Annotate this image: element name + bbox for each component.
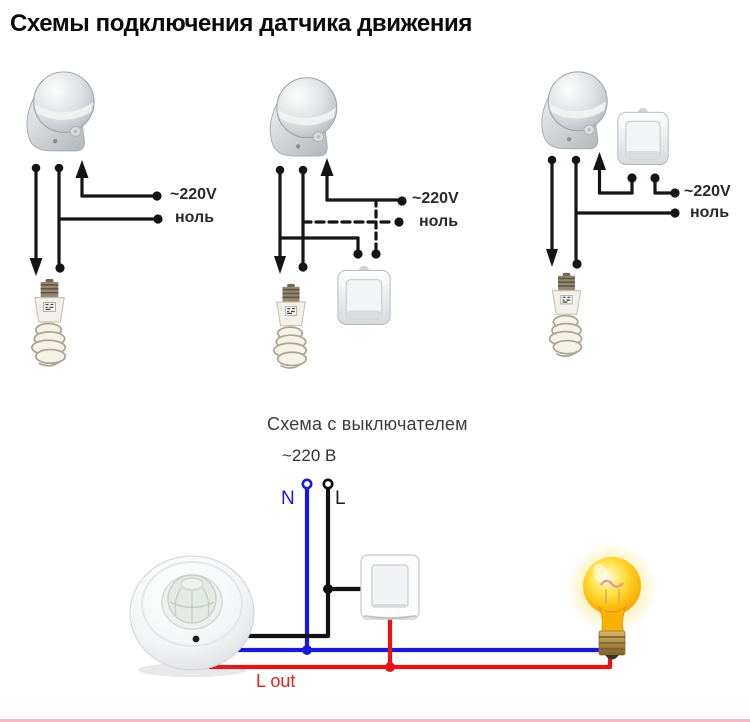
bulb-icon <box>567 543 657 660</box>
wires-diagram-3 <box>546 152 680 269</box>
arrow-up-icon <box>75 160 89 178</box>
neutral-label-diagram-2: ноль <box>419 213 459 230</box>
neutral-wire-blue <box>233 478 604 655</box>
cfl-lamp-icon <box>30 279 67 367</box>
motion-sensor-icon <box>269 77 338 157</box>
diagram-bottom <box>129 478 657 677</box>
phase-label-diagram-1: ~220V <box>170 186 217 203</box>
bottom-voltage-label: ~220 В <box>282 446 337 465</box>
wires-diagram-2 <box>274 158 407 274</box>
diagram-2 <box>269 77 407 369</box>
wall-switch-icon <box>336 264 392 326</box>
l-out-label: L out <box>256 671 296 691</box>
wall-switch-icon <box>616 106 670 166</box>
phase-label-diagram-2: ~220V <box>412 190 459 207</box>
arrow-down-icon <box>29 258 43 276</box>
wall-switch-icon <box>360 554 420 620</box>
ceiling-sensor-icon <box>129 555 255 677</box>
neutral-label-diagram-3: ноль <box>690 204 730 221</box>
l-terminal-label: L <box>335 488 346 509</box>
arrow-down-icon <box>274 256 286 274</box>
line-wire-black <box>243 478 369 639</box>
cfl-lamp-icon <box>548 272 583 357</box>
arrow-up-icon <box>320 158 334 176</box>
motion-sensor-icon <box>26 71 95 152</box>
n-terminal-label: N <box>281 488 295 509</box>
wires-diagram-1 <box>29 160 163 276</box>
phase-label-diagram-3: ~220V <box>684 183 731 200</box>
diagram-1 <box>26 71 163 367</box>
arrow-down-icon <box>546 249 558 267</box>
bottom-diagram-title: Схема с выключателем <box>267 414 468 434</box>
n-terminal-ring <box>301 478 313 490</box>
arrow-up-icon <box>593 152 606 170</box>
l-terminal-ring <box>322 478 334 490</box>
image-bottom-edge <box>0 719 750 722</box>
diagram-3 <box>541 71 680 357</box>
cfl-lamp-icon <box>273 284 308 369</box>
page-title: Схемы подключения датчика движения <box>10 10 472 37</box>
motion-sensor-icon <box>541 71 608 150</box>
neutral-label-diagram-1: ноль <box>175 209 215 226</box>
switched-line-wire-red <box>207 615 613 672</box>
